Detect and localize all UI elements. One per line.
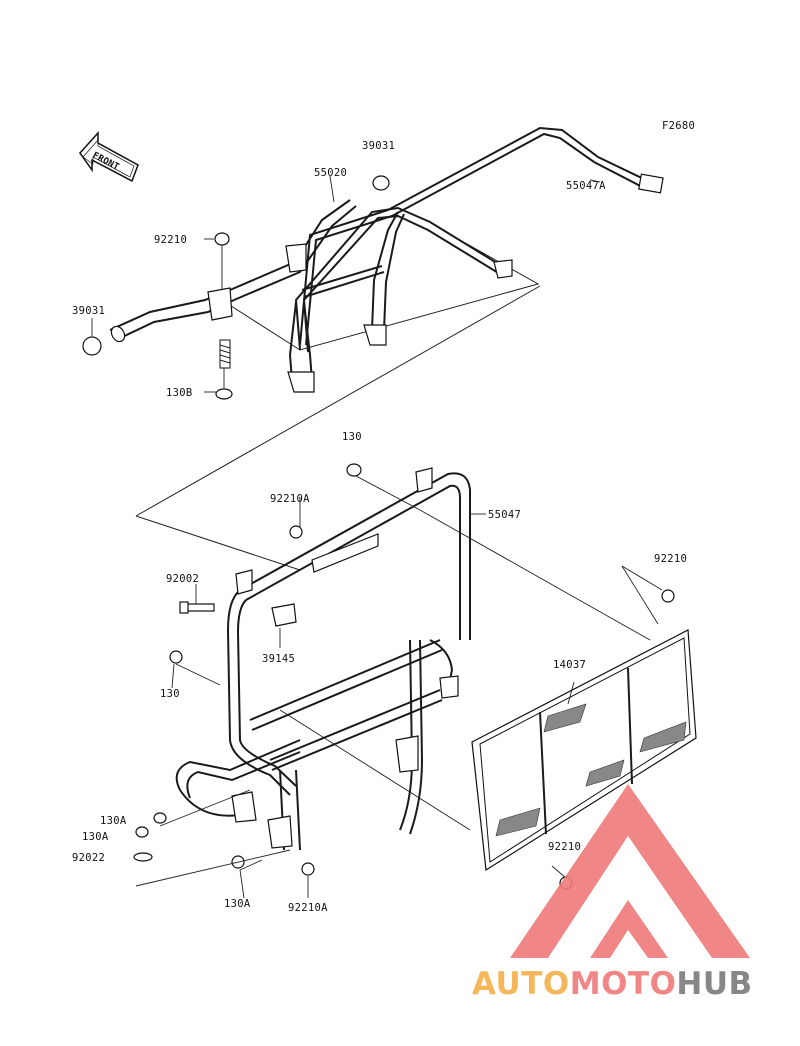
bolt-icon: [135, 826, 149, 838]
callout-55047: 55047: [488, 509, 521, 521]
nut-icon: [289, 525, 303, 539]
callout-92210A-bottom: 92210A: [288, 902, 328, 914]
bolt-92002-icon: [179, 601, 215, 614]
bolt-icon: [153, 812, 167, 824]
callout-130A-1: 130A: [100, 815, 127, 827]
callout-92210-top: 92210: [154, 234, 187, 246]
grille-panel: [471, 565, 697, 890]
bolt-icon: [215, 388, 233, 400]
figure-code: F2680: [662, 120, 695, 132]
spring-icon: [219, 339, 231, 369]
guard-frame-assembly: [133, 463, 651, 887]
nut-icon: [661, 589, 675, 603]
watermark-logo-icon: [510, 784, 750, 958]
upper-rack-assembly: [82, 126, 664, 400]
svg-text:AUTOMOTOHUB: AUTOMOTOHUB: [472, 966, 753, 1002]
callout-39031-top: 39031: [362, 140, 395, 152]
watermark-auto: AUTO: [472, 966, 570, 1002]
callout-14037: 14037: [553, 659, 586, 671]
watermark-hub: HUB: [676, 966, 752, 1002]
washer-icon: [133, 852, 153, 862]
automotohub-watermark: AUTOMOTOHUB: [472, 784, 753, 1002]
callout-39031-left: 39031: [72, 305, 105, 317]
nut-icon: [301, 862, 315, 876]
callout-39145: 39145: [262, 653, 295, 665]
callout-55020: 55020: [314, 167, 347, 179]
end-cap-icon: [372, 175, 390, 191]
callout-130-mid: 130: [342, 431, 362, 443]
nut-icon: [214, 232, 230, 246]
callout-92210A-mid: 92210A: [270, 493, 310, 505]
clamp-icon: [271, 603, 297, 627]
end-cap-icon: [82, 336, 102, 356]
callout-92022: 92022: [72, 852, 105, 864]
callout-130B: 130B: [166, 387, 193, 399]
bolt-icon: [169, 650, 183, 664]
front-arrow-icon: FRONT: [79, 131, 139, 183]
reference-plane: [135, 285, 541, 517]
callout-130A-2: 130A: [82, 831, 109, 843]
callout-92210-bottom: 92210: [548, 841, 581, 853]
callout-130A-bottom: 130A: [224, 898, 251, 910]
callout-130-left: 130: [160, 688, 180, 700]
callout-55047A: 55047A: [566, 180, 606, 192]
watermark-moto: MOTO: [570, 966, 677, 1002]
bolt-icon: [346, 463, 362, 477]
callout-92210-right: 92210: [654, 553, 687, 565]
callout-92002: 92002: [166, 573, 199, 585]
